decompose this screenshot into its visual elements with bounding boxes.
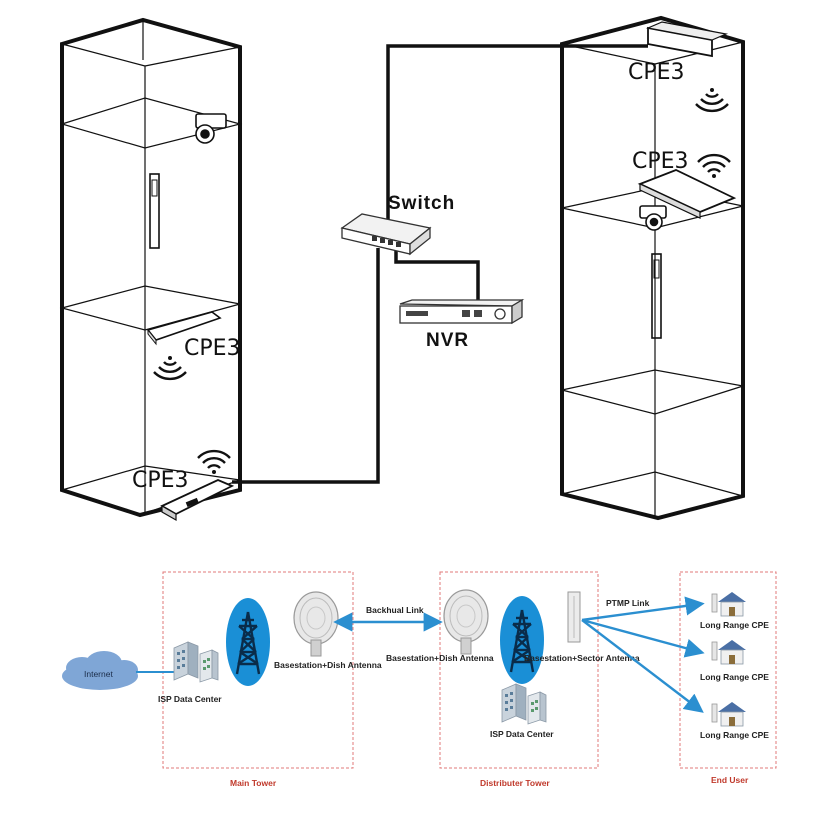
switch-label: Switch: [388, 193, 455, 214]
house-icon: [711, 591, 747, 617]
ptmp-label: PTMP Link: [606, 598, 650, 608]
building-icon: [501, 683, 547, 725]
distributer-tower-frame: [439, 571, 599, 769]
left-tower: [59, 17, 243, 518]
basestation-dish-label-distributer: Basestation+Dish Antenna: [386, 653, 494, 663]
isp-label-main: ISP Data Center: [158, 694, 222, 704]
wifi-icon: [696, 153, 732, 180]
end-user-frame: [679, 571, 777, 769]
basestation-dish-label-main: Basestation+Dish Antenna: [274, 660, 382, 670]
ptmp-links: [581, 596, 705, 713]
cpe-label-right-top: CPE3: [628, 60, 685, 85]
sector-antenna-icon: [567, 591, 581, 643]
distributer-tower-label: Distributer Tower: [480, 778, 550, 788]
long-range-cpe-label-3: Long Range CPE: [700, 730, 769, 740]
long-range-cpe-label-1: Long Range CPE: [700, 620, 769, 630]
isp-label-distributer: ISP Data Center: [490, 729, 554, 739]
nvr-icon: [399, 298, 525, 325]
cloud-icon: [62, 651, 138, 690]
main-tower-frame: [162, 571, 354, 769]
right-tower: [560, 15, 746, 521]
switch-icon: [340, 213, 432, 256]
dish-antenna-icon: [443, 589, 489, 655]
cpe-label-right-middle: CPE3: [632, 149, 689, 174]
wifi-icon: [694, 86, 730, 113]
end-user-label: End User: [711, 775, 749, 785]
cpe-device-icon: [146, 311, 222, 346]
main-tower-label: Main Tower: [230, 778, 277, 788]
cpe-device-icon: [645, 21, 729, 58]
backhaul-label: Backhual Link: [366, 605, 424, 615]
house-icon: [711, 639, 747, 665]
wifi-icon: [196, 449, 232, 476]
cpe-label-left-bottom: CPE3: [132, 468, 189, 493]
camera-icon: [195, 113, 227, 144]
long-range-cpe-label-2: Long Range CPE: [700, 672, 769, 682]
building-icon: [173, 641, 219, 683]
ethernet-cable: [232, 44, 648, 484]
cpe-device-icon: [637, 169, 737, 219]
dish-antenna-icon: [293, 591, 339, 657]
nvr-label: NVR: [426, 330, 469, 351]
internet-label: Internet: [84, 669, 113, 679]
basestation-sector-label: Basestation+Sector Antenna: [524, 653, 640, 663]
house-icon: [711, 701, 747, 727]
camera-icon: [639, 205, 667, 231]
wifi-icon: [152, 354, 188, 381]
tower-icon: [224, 596, 272, 688]
cpe-device-icon: [160, 479, 235, 522]
tower-icon: [498, 594, 546, 686]
cpe-label-left-middle: CPE3: [184, 336, 241, 361]
